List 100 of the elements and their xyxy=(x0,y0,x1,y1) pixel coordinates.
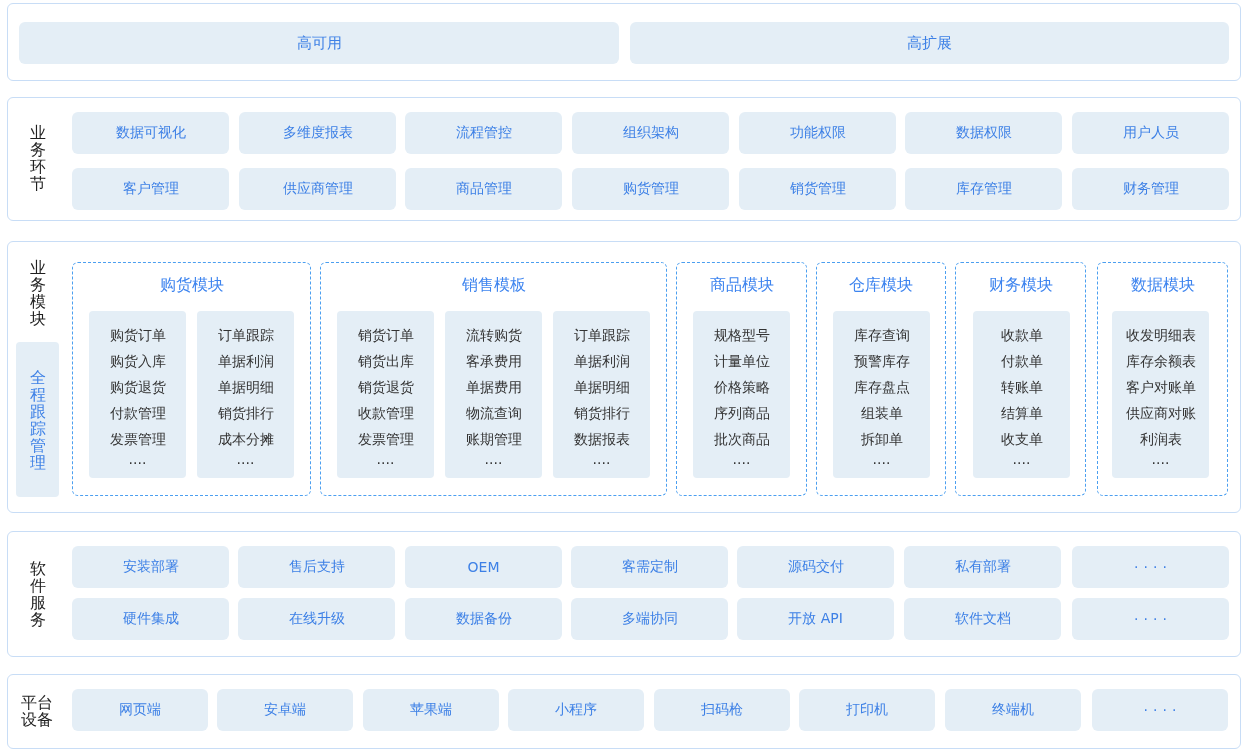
list-item: 销货排行 xyxy=(573,404,630,423)
layer-heading: 业务模块 xyxy=(29,259,46,327)
feature-box: 商品管理 xyxy=(405,168,562,210)
feature-box: 高可用 xyxy=(19,22,619,64)
layer-heading: 软件服务 xyxy=(29,560,46,628)
list-item: 收款单 xyxy=(1000,326,1043,345)
list-item: 销货排行 xyxy=(217,404,274,423)
list-item: 购货入库 xyxy=(109,352,166,371)
list-item: 结算单 xyxy=(1000,404,1043,423)
list-item: 单据费用 xyxy=(465,378,522,397)
list-item: 库存查询 xyxy=(853,326,910,345)
module-box xyxy=(955,262,1086,496)
list-item: 订单跟踪 xyxy=(217,326,274,345)
feature-box: 安卓端 xyxy=(217,689,353,731)
list-item: 成本分摊 xyxy=(217,430,274,449)
list-panel xyxy=(89,311,186,478)
feature-box: 网页端 xyxy=(72,689,208,731)
feature-box: 打印机 xyxy=(799,689,935,731)
list-item: 批次商品 xyxy=(713,430,770,449)
list-panel xyxy=(973,311,1070,478)
module-box xyxy=(1097,262,1228,496)
list-panel xyxy=(445,311,542,478)
layer-heading: 平台设备 xyxy=(20,694,54,728)
feature-box: 售后支持 xyxy=(238,546,395,588)
feature-box: 私有部署 xyxy=(904,546,1061,588)
vertical-label-box: 全程跟踪管理 xyxy=(16,342,59,497)
ellipsis: .... xyxy=(592,453,611,465)
list-item: 利润表 xyxy=(1139,430,1182,449)
list-item: 计量单位 xyxy=(713,352,770,371)
list-item: 发票管理 xyxy=(357,430,414,449)
list-item: 账期管理 xyxy=(465,430,522,449)
feature-box: 数据权限 xyxy=(905,112,1062,154)
list-item: 序列商品 xyxy=(713,404,770,423)
feature-box: 客需定制 xyxy=(571,546,728,588)
ellipsis: .... xyxy=(484,453,503,465)
module-title: 购货模块 xyxy=(159,274,224,296)
list-item: 发票管理 xyxy=(109,430,166,449)
list-item: 销货出库 xyxy=(357,352,414,371)
feature-box: 购货管理 xyxy=(572,168,729,210)
list-item: 付款单 xyxy=(1000,352,1043,371)
list-item: 拆卸单 xyxy=(860,430,903,449)
layer-panel xyxy=(7,241,1241,513)
list-panel xyxy=(197,311,294,478)
module-box xyxy=(320,262,667,496)
feature-box: 硬件集成 xyxy=(72,598,229,640)
feature-box: ···· xyxy=(1072,546,1229,588)
list-item: 库存盘点 xyxy=(853,378,910,397)
module-title: 销售模板 xyxy=(461,274,526,296)
module-title: 数据模块 xyxy=(1130,274,1195,296)
module-box xyxy=(72,262,311,496)
feature-box: OEM xyxy=(405,546,562,588)
list-item: 订单跟踪 xyxy=(573,326,630,345)
feature-box: 功能权限 xyxy=(739,112,896,154)
layer-panel xyxy=(7,674,1241,749)
ellipsis: .... xyxy=(1151,453,1170,465)
layer-panel xyxy=(7,97,1241,221)
list-item: 单据利润 xyxy=(217,352,274,371)
list-panel xyxy=(833,311,930,478)
list-item: 购货订单 xyxy=(109,326,166,345)
list-item: 组装单 xyxy=(860,404,903,423)
list-item: 收款管理 xyxy=(357,404,414,423)
list-item: 规格型号 xyxy=(713,326,770,345)
feature-box: 苹果端 xyxy=(363,689,499,731)
feature-box: 软件文档 xyxy=(904,598,1061,640)
feature-box: ···· xyxy=(1072,598,1229,640)
feature-box: 数据备份 xyxy=(405,598,562,640)
feature-box: ···· xyxy=(1092,689,1228,731)
list-item: 销货订单 xyxy=(357,326,414,345)
ellipsis: .... xyxy=(872,453,891,465)
layer-heading: 业务环节 xyxy=(29,124,46,192)
feature-box: 高扩展 xyxy=(630,22,1229,64)
feature-box: 客户管理 xyxy=(72,168,229,210)
module-box xyxy=(676,262,807,496)
list-item: 数据报表 xyxy=(573,430,630,449)
feature-box: 供应商管理 xyxy=(239,168,396,210)
list-item: 库存余额表 xyxy=(1125,352,1196,371)
list-item: 单据明细 xyxy=(217,378,274,397)
feature-box: 扫码枪 xyxy=(654,689,790,731)
ellipsis: .... xyxy=(376,453,395,465)
list-item: 物流查询 xyxy=(465,404,522,423)
feature-box: 用户人员 xyxy=(1072,112,1229,154)
feature-box: 开放 API xyxy=(737,598,894,640)
list-item: 单据利润 xyxy=(573,352,630,371)
ellipsis: .... xyxy=(732,453,751,465)
list-item: 单据明细 xyxy=(573,378,630,397)
module-title: 商品模块 xyxy=(709,274,774,296)
list-panel xyxy=(337,311,434,478)
module-title: 财务模块 xyxy=(988,274,1053,296)
feature-box: 组织架构 xyxy=(572,112,729,154)
list-item: 购货退货 xyxy=(109,378,166,397)
list-item: 价格策略 xyxy=(713,378,770,397)
list-panel xyxy=(693,311,790,478)
ellipsis: .... xyxy=(1012,453,1031,465)
list-item: 流转购货 xyxy=(465,326,522,345)
layer-panel xyxy=(7,3,1241,81)
layer-panel xyxy=(7,531,1241,657)
list-panel xyxy=(1112,311,1209,478)
list-panel xyxy=(553,311,650,478)
ellipsis: .... xyxy=(128,453,147,465)
feature-box: 小程序 xyxy=(508,689,644,731)
